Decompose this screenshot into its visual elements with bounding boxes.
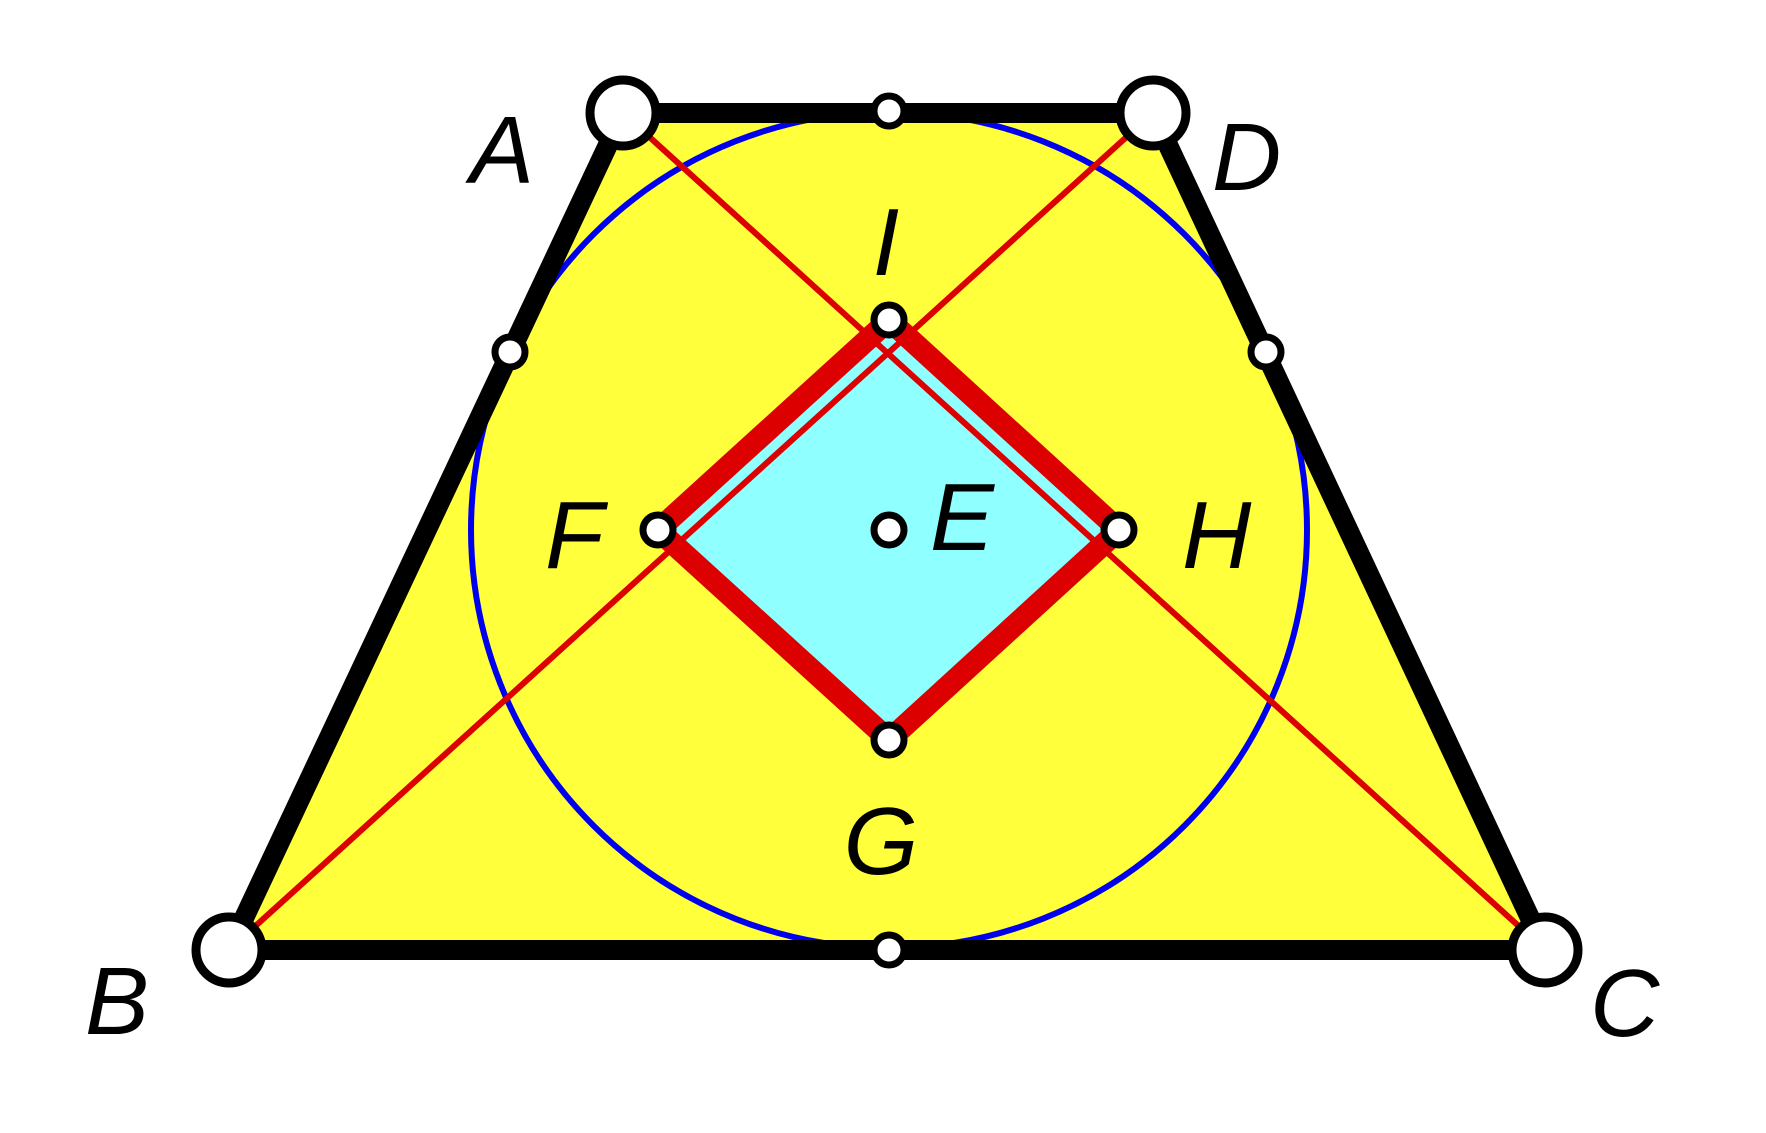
label-e: E <box>930 464 995 571</box>
label-f: F <box>545 482 609 589</box>
diagonal-a-c <box>620 110 1548 953</box>
tangent-point-top <box>870 92 908 130</box>
point-b <box>191 912 267 988</box>
point-f <box>639 511 677 549</box>
diagonal-d-b <box>226 110 1156 953</box>
point-d <box>1115 75 1191 151</box>
point-i <box>870 301 908 339</box>
tangent-point-left <box>491 333 529 371</box>
label-c: C <box>1590 950 1660 1057</box>
label-d: D <box>1212 104 1281 211</box>
label-b: B <box>85 948 149 1055</box>
point-g <box>870 721 908 759</box>
point-h <box>1100 511 1138 549</box>
point-a <box>585 75 661 151</box>
label-g: G <box>844 788 919 895</box>
tangent-point-bottom <box>870 931 908 969</box>
point-c <box>1507 912 1583 988</box>
point-e <box>870 511 908 549</box>
tangent-point-right <box>1247 333 1285 371</box>
label-a: A <box>465 97 534 204</box>
label-i: I <box>873 189 900 296</box>
label-h: H <box>1182 482 1252 589</box>
